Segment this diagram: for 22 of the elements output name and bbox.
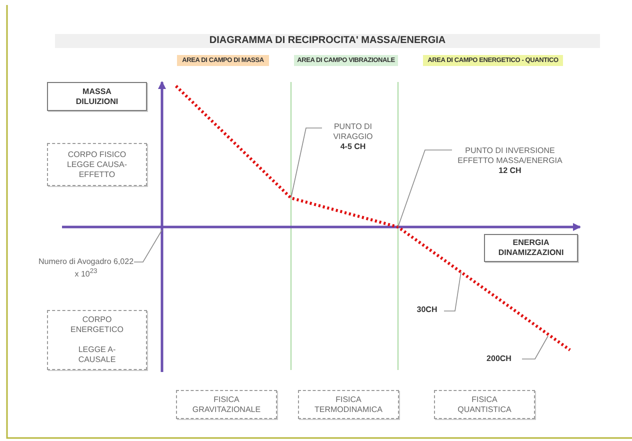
annotation-text: LEGGE A-CAUSALE <box>77 345 117 365</box>
annotation-text: 200CH <box>486 354 512 364</box>
value-label: 4-5 CH <box>339 142 367 152</box>
title-banner: DIAGRAMMA DI RECIPROCITA' MASSA/ENERGIA <box>55 34 600 48</box>
category-box: FISICA TERMODINAMICA <box>298 390 399 419</box>
leader-line <box>444 272 462 312</box>
value-label: 12 CH <box>498 166 522 176</box>
category-box: CORPO FISICO LEGGE CAUSA-EFFETTO <box>47 143 147 186</box>
annotation-text: PUNTO DI INVERSIONE EFFETTO MASSA/ENERGIA <box>456 146 564 166</box>
leader-line <box>398 150 452 228</box>
leader-line <box>290 128 322 198</box>
category-box <box>47 310 147 370</box>
leader-line <box>522 336 548 360</box>
category-box: FISICA QUANTISTICA <box>434 390 535 419</box>
annotation-text: 30CH <box>416 305 438 315</box>
leader-line <box>134 230 162 262</box>
annotation-text: PUNTO DI VIRAGGIO <box>332 122 374 142</box>
axis-label-box: MASSA DILUIZIONI <box>47 82 147 111</box>
axis-label-box: ENERGIA DINAMIZZAZIONI <box>484 234 578 262</box>
annotation-text: Numero di Avogadro 6,022 x 10$^{23}$ <box>38 257 134 280</box>
annotation-text: CORPO ENERGETICO <box>70 315 124 335</box>
category-box: FISICA GRAVITAZIONALE <box>176 390 277 419</box>
